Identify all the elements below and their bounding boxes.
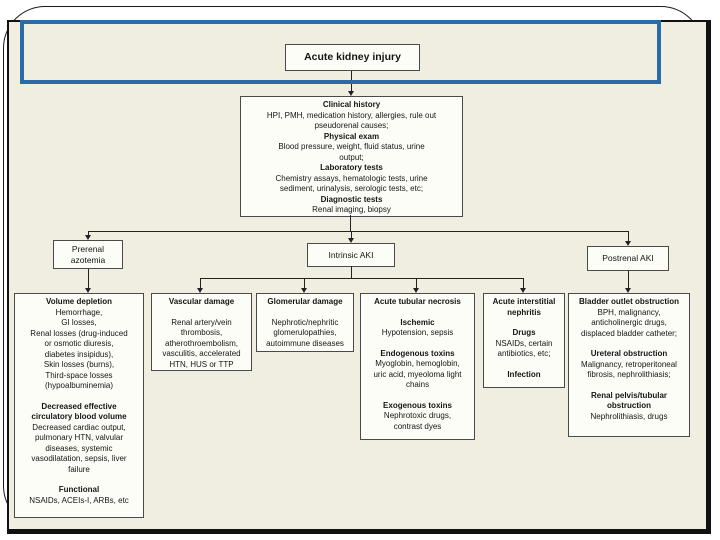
connector-prerenal-to-volume [88,269,89,288]
node-acute-tubular-necrosis: Acute tubular necrosis Ischemic Hypotens… [360,293,475,440]
detail-section: Exogenous toxins Nephrotoxic drugs, cont… [362,401,473,433]
section-body: Nephrotoxic drugs, contrast dyes [383,411,452,431]
detail-section: Vascular damage Renal artery/vein thromb… [153,297,250,370]
section-heading: Ischemic [400,317,435,327]
arrowhead-prerenal [84,235,91,240]
node-acute-interstitial-nephritis: Acute interstitial nephritis Drugs NSAID… [483,293,565,388]
connector-to-intrinsic [351,231,352,238]
section-body: Myoglobin, hemoglobin, uric acid, myeolo… [373,359,462,389]
connector-to-glomerular [304,278,305,288]
section-body: Nephrolithiasis, drugs [590,411,668,421]
section-heading: Decreased effective circulatory blood vo… [31,401,127,422]
detail-section: Decreased effective circulatory blood vo… [16,402,142,476]
section-heading: Renal pelvis/tubular obstruction [590,390,668,411]
node-glomerular-damage: Glomerular damage Nephrotic/nephritic gl… [256,293,354,352]
section-body: Decreased cardiac output, pulmonary HTN,… [31,422,127,474]
node-postrenal-aki: Postrenal AKI [587,246,669,271]
section-body: Renal artery/vein thrombosis, atherothro… [162,317,241,369]
node-prerenal-azotemia: Prerenal azotemia [53,240,123,269]
workup-section-laboratory-tests: Laboratory tests Chemistry assays, hemat… [242,163,461,195]
arrowhead-glomerular [300,288,307,293]
detail-section: Bladder outlet obstruction BPH, malignan… [570,297,688,339]
detail-section: Endogenous toxins Myoglobin, hemoglobin,… [362,349,473,391]
workup-section-diagnostic-tests: Diagnostic tests Renal imaging, biopsy [242,195,461,216]
arrowhead-intrinsic [347,238,354,243]
arrowhead-workup [347,91,354,96]
section-body: Malignancy, retroperitoneal fibrosis, ne… [581,359,677,380]
category-label: Postrenal AKI [602,253,654,263]
section-heading: Acute interstitial nephritis [492,297,556,317]
section-heading: Endogenous toxins [380,348,455,358]
node-vascular-damage: Vascular damage Renal artery/vein thromb… [151,293,252,371]
category-label: Prerenal azotemia [70,243,106,265]
section-heading: Diagnostic tests [320,194,383,204]
node-volume-depletion: Volume depletion Hemorrhage, GI losses, … [14,293,144,518]
detail-section: Acute interstitial nephritis [485,297,563,318]
node-postrenal-obstruction: Bladder outlet obstruction BPH, malignan… [568,293,690,437]
detail-section: Drugs NSAIDs, certain antibiotics, etc; [485,328,563,360]
section-body: NSAIDs, certain antibiotics, etc; [495,338,553,359]
section-heading: Clinical history [322,100,381,109]
connector-workup-down [350,215,351,231]
detail-section: Renal pelvis/tubular obstruction Nephrol… [570,391,688,423]
detail-section: Volume depletion Hemorrhage, GI losses, … [16,297,142,392]
connector-to-ain [523,278,524,288]
section-heading: Functional [58,485,100,494]
section-heading: Vascular damage [168,297,235,306]
detail-section: Ischemic Hypotension, sepsis [362,318,473,339]
section-heading: Infection [507,369,541,379]
section-heading: Laboratory tests [320,163,383,172]
arrowhead-atn [412,288,419,293]
section-body: Blood pressure, weight, fluid status, ur… [278,142,425,162]
workup-section-physical-exam: Physical exam Blood pressure, weight, fl… [242,132,461,164]
section-heading: Drugs [512,328,536,337]
arrowhead-obstruction [624,288,631,293]
detail-section: Infection [485,370,563,381]
arrowhead-postrenal [624,241,631,246]
detail-section: Glomerular damage Nephrotic/nephritic gl… [258,297,352,349]
detail-section: Acute tubular necrosis [362,297,473,308]
connector-to-vascular [200,278,201,288]
arrowhead-volume-depletion [84,288,91,293]
title-highlight-outline [20,20,661,84]
section-heading: Volume depletion [45,297,113,306]
detail-section: Functional NSAIDs, ACEIs-I, ARBs, etc [16,485,142,506]
detail-section: Ureteral obstruction Malignancy, retrope… [570,349,688,381]
section-body: NSAIDs, ACEIs-I, ARBs, etc [29,495,129,505]
section-heading: Bladder outlet obstruction [579,297,679,306]
section-heading: Glomerular damage [267,297,343,306]
section-body: Hypotension, sepsis [381,328,454,337]
section-body: Nephrotic/nephritic glomerulopathies, au… [266,317,344,348]
node-diagnostic-workup: Clinical history HPI, PMH, medication hi… [240,96,463,217]
root-node-label: Acute kidney injury [304,51,401,63]
section-body: HPI, PMH, medication history, allergies,… [266,110,437,131]
connector-intrinsic-rail [200,278,523,279]
arrowhead-ain [519,288,526,293]
section-body: Chemistry assays, hematologic tests, uri… [275,173,428,194]
arrowhead-vascular [196,288,203,293]
section-body: Renal imaging, biopsy [312,205,391,214]
workup-section-clinical-history: Clinical history HPI, PMH, medication hi… [242,100,461,132]
category-label: Intrinsic AKI [328,249,374,260]
connector-intrinsic-down [351,266,352,278]
section-heading: Ureteral obstruction [590,349,668,358]
section-body: Hemorrhage, GI losses, Renal losses (dru… [30,307,128,391]
section-body: BPH, malignancy, anticholinergic drugs, … [580,307,678,338]
connector-postrenal-to-obstruction [628,271,629,288]
section-heading: Exogenous toxins [383,400,452,410]
connector-to-prerenal [88,231,89,235]
section-heading: Acute tubular necrosis [374,297,461,306]
node-intrinsic-aki: Intrinsic AKI [307,243,395,267]
connector-category-rail [88,231,628,232]
node-acute-kidney-injury: Acute kidney injury [285,44,420,71]
section-heading: Physical exam [323,131,380,141]
connector-to-atn [416,278,417,288]
connector-to-postrenal [628,231,629,241]
